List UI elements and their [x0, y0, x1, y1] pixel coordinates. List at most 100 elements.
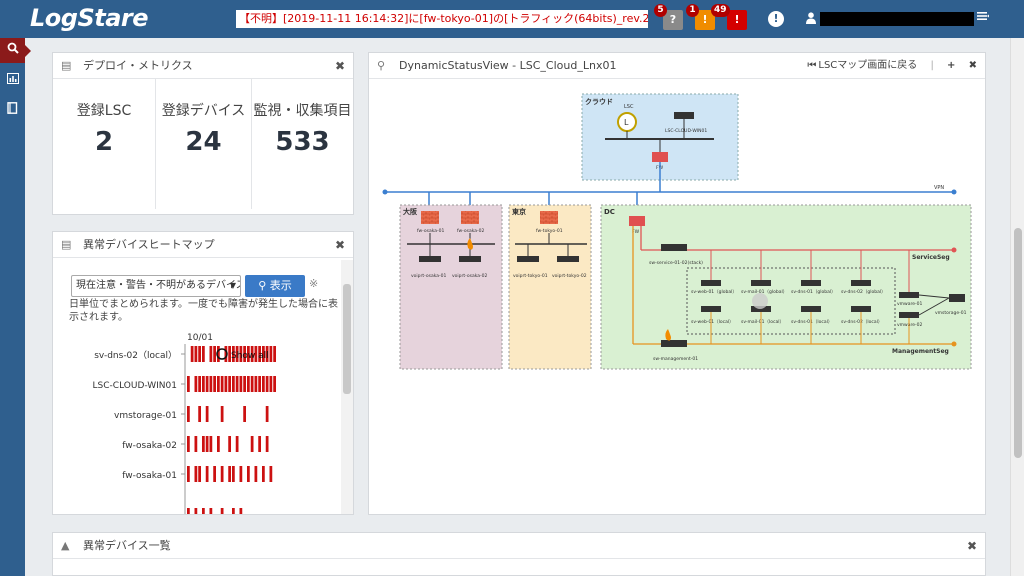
user-name-redacted[interactable]: [820, 12, 974, 26]
search-icon[interactable]: [0, 38, 31, 63]
heatmap-cell[interactable]: [194, 466, 198, 482]
heatmap-cell[interactable]: [220, 508, 224, 515]
vmware-node[interactable]: [899, 312, 919, 318]
heatmap-cell[interactable]: [187, 508, 190, 515]
page-scrollbar[interactable]: [1010, 38, 1024, 576]
heatmap-cell[interactable]: [194, 508, 198, 515]
heatmap-cell[interactable]: [205, 406, 209, 422]
server-node[interactable]: [701, 280, 721, 286]
heatmap-cell[interactable]: [202, 346, 205, 362]
logstare-logo[interactable]: LogStare: [30, 4, 149, 32]
heatmap-cell[interactable]: [247, 466, 250, 482]
heatmap-cell[interactable]: [228, 436, 231, 452]
storage-node[interactable]: [949, 294, 965, 302]
heatmap-cell[interactable]: [187, 466, 190, 482]
server-node[interactable]: [801, 306, 821, 312]
scroll-thumb[interactable]: [343, 284, 351, 394]
close-icon[interactable]: ✖: [968, 60, 977, 71]
cloud-fw-node[interactable]: [652, 152, 668, 162]
heatmap-cell[interactable]: [202, 508, 205, 515]
heatmap-cell[interactable]: [198, 376, 201, 392]
heatmap-cell[interactable]: [265, 436, 269, 452]
heatmap-cell[interactable]: [202, 436, 205, 452]
heatmap-cell[interactable]: [262, 346, 265, 362]
heatmap-cell[interactable]: [254, 346, 258, 362]
heatmap-cell[interactable]: [209, 346, 213, 362]
heatmap-cell[interactable]: [262, 466, 265, 482]
heatmap-cell[interactable]: [258, 376, 261, 392]
heatmap-cell[interactable]: [254, 376, 258, 392]
server-node[interactable]: [851, 280, 871, 286]
device-filter-select[interactable]: 現在注意・警告・不明があるデバイス ▼: [71, 275, 241, 297]
info-icon[interactable]: !: [768, 11, 784, 27]
heatmap-scrollbar[interactable]: [341, 260, 353, 514]
switch-node[interactable]: [661, 244, 687, 251]
heatmap-cell[interactable]: [232, 508, 235, 515]
heatmap-cell[interactable]: [198, 466, 201, 482]
close-icon[interactable]: ✖: [966, 539, 977, 553]
heatmap-cell[interactable]: [239, 376, 243, 392]
server-node[interactable]: [701, 306, 721, 312]
heatmap-cell[interactable]: [213, 376, 216, 392]
heatmap-cell[interactable]: [205, 436, 209, 452]
hamburger-icon[interactable]: [977, 10, 989, 26]
heatmap-cell[interactable]: [198, 346, 201, 362]
router-node[interactable]: [517, 256, 539, 262]
heatmap-cell[interactable]: [228, 466, 231, 482]
heatmap-cell[interactable]: [232, 376, 235, 392]
heatmap-cell[interactable]: [235, 376, 239, 392]
heatmap-cell[interactable]: [224, 346, 228, 362]
question-icon[interactable]: ?: [663, 10, 683, 30]
heatmap-cell[interactable]: [265, 346, 269, 362]
user-icon[interactable]: [806, 12, 816, 27]
heatmap-cell[interactable]: [265, 376, 269, 392]
heatmap-cell[interactable]: [205, 466, 209, 482]
heatmap-cell[interactable]: [209, 436, 213, 452]
heatmap-cell[interactable]: [269, 376, 273, 392]
heatmap-cell[interactable]: [205, 376, 209, 392]
heatmap-cell[interactable]: [224, 376, 228, 392]
expand-icon[interactable]: +: [947, 60, 956, 71]
heatmap-cell[interactable]: [217, 346, 220, 362]
server-node[interactable]: [801, 280, 821, 286]
router-node[interactable]: [557, 256, 579, 262]
heatmap-cell[interactable]: [262, 376, 265, 392]
show-all-overlay[interactable]: Show all: [216, 348, 269, 361]
scroll-thumb[interactable]: [1014, 228, 1022, 458]
heatmap-cell[interactable]: [243, 406, 246, 422]
heatmap-cell[interactable]: [269, 346, 273, 362]
heatmap-cell[interactable]: [235, 436, 239, 452]
heatmap-cell[interactable]: [187, 376, 190, 392]
heatmap-cell[interactable]: [269, 466, 273, 482]
book-icon[interactable]: [0, 98, 25, 123]
heatmap-cell[interactable]: [232, 466, 235, 482]
heatmap-cell[interactable]: [243, 346, 246, 362]
heatmap-cell[interactable]: [239, 508, 243, 515]
router-node[interactable]: [459, 256, 481, 262]
heatmap-cell[interactable]: [198, 406, 201, 422]
heatmap-cell[interactable]: [247, 346, 250, 362]
heatmap-cell[interactable]: [202, 376, 205, 392]
server-node[interactable]: [851, 306, 871, 312]
firewall-icon[interactable]: [540, 211, 558, 224]
heatmap-cell[interactable]: [220, 406, 224, 422]
heatmap-cell[interactable]: [250, 436, 254, 452]
heatmap-cell[interactable]: [217, 436, 220, 452]
heatmap-cell[interactable]: [209, 376, 213, 392]
heatmap-cell[interactable]: [232, 346, 235, 362]
error-icon[interactable]: !: [727, 10, 747, 30]
close-icon[interactable]: ✖: [334, 59, 345, 73]
heatmap-cell[interactable]: [235, 346, 239, 362]
heatmap-cell[interactable]: [220, 376, 224, 392]
heatmap-cell[interactable]: [265, 406, 269, 422]
close-icon[interactable]: ✖: [334, 238, 345, 252]
heatmap-cell[interactable]: [258, 346, 261, 362]
heatmap-cell[interactable]: [209, 508, 213, 515]
heatmap-cell[interactable]: [228, 346, 231, 362]
heatmap-cell[interactable]: [239, 346, 243, 362]
heatmap-cell[interactable]: [258, 436, 261, 452]
vmware-node[interactable]: [899, 292, 919, 298]
server-node-lsc-cloud-win01[interactable]: [674, 112, 694, 119]
dashboard-icon[interactable]: [0, 68, 25, 93]
dc-fw-node[interactable]: [629, 216, 645, 226]
